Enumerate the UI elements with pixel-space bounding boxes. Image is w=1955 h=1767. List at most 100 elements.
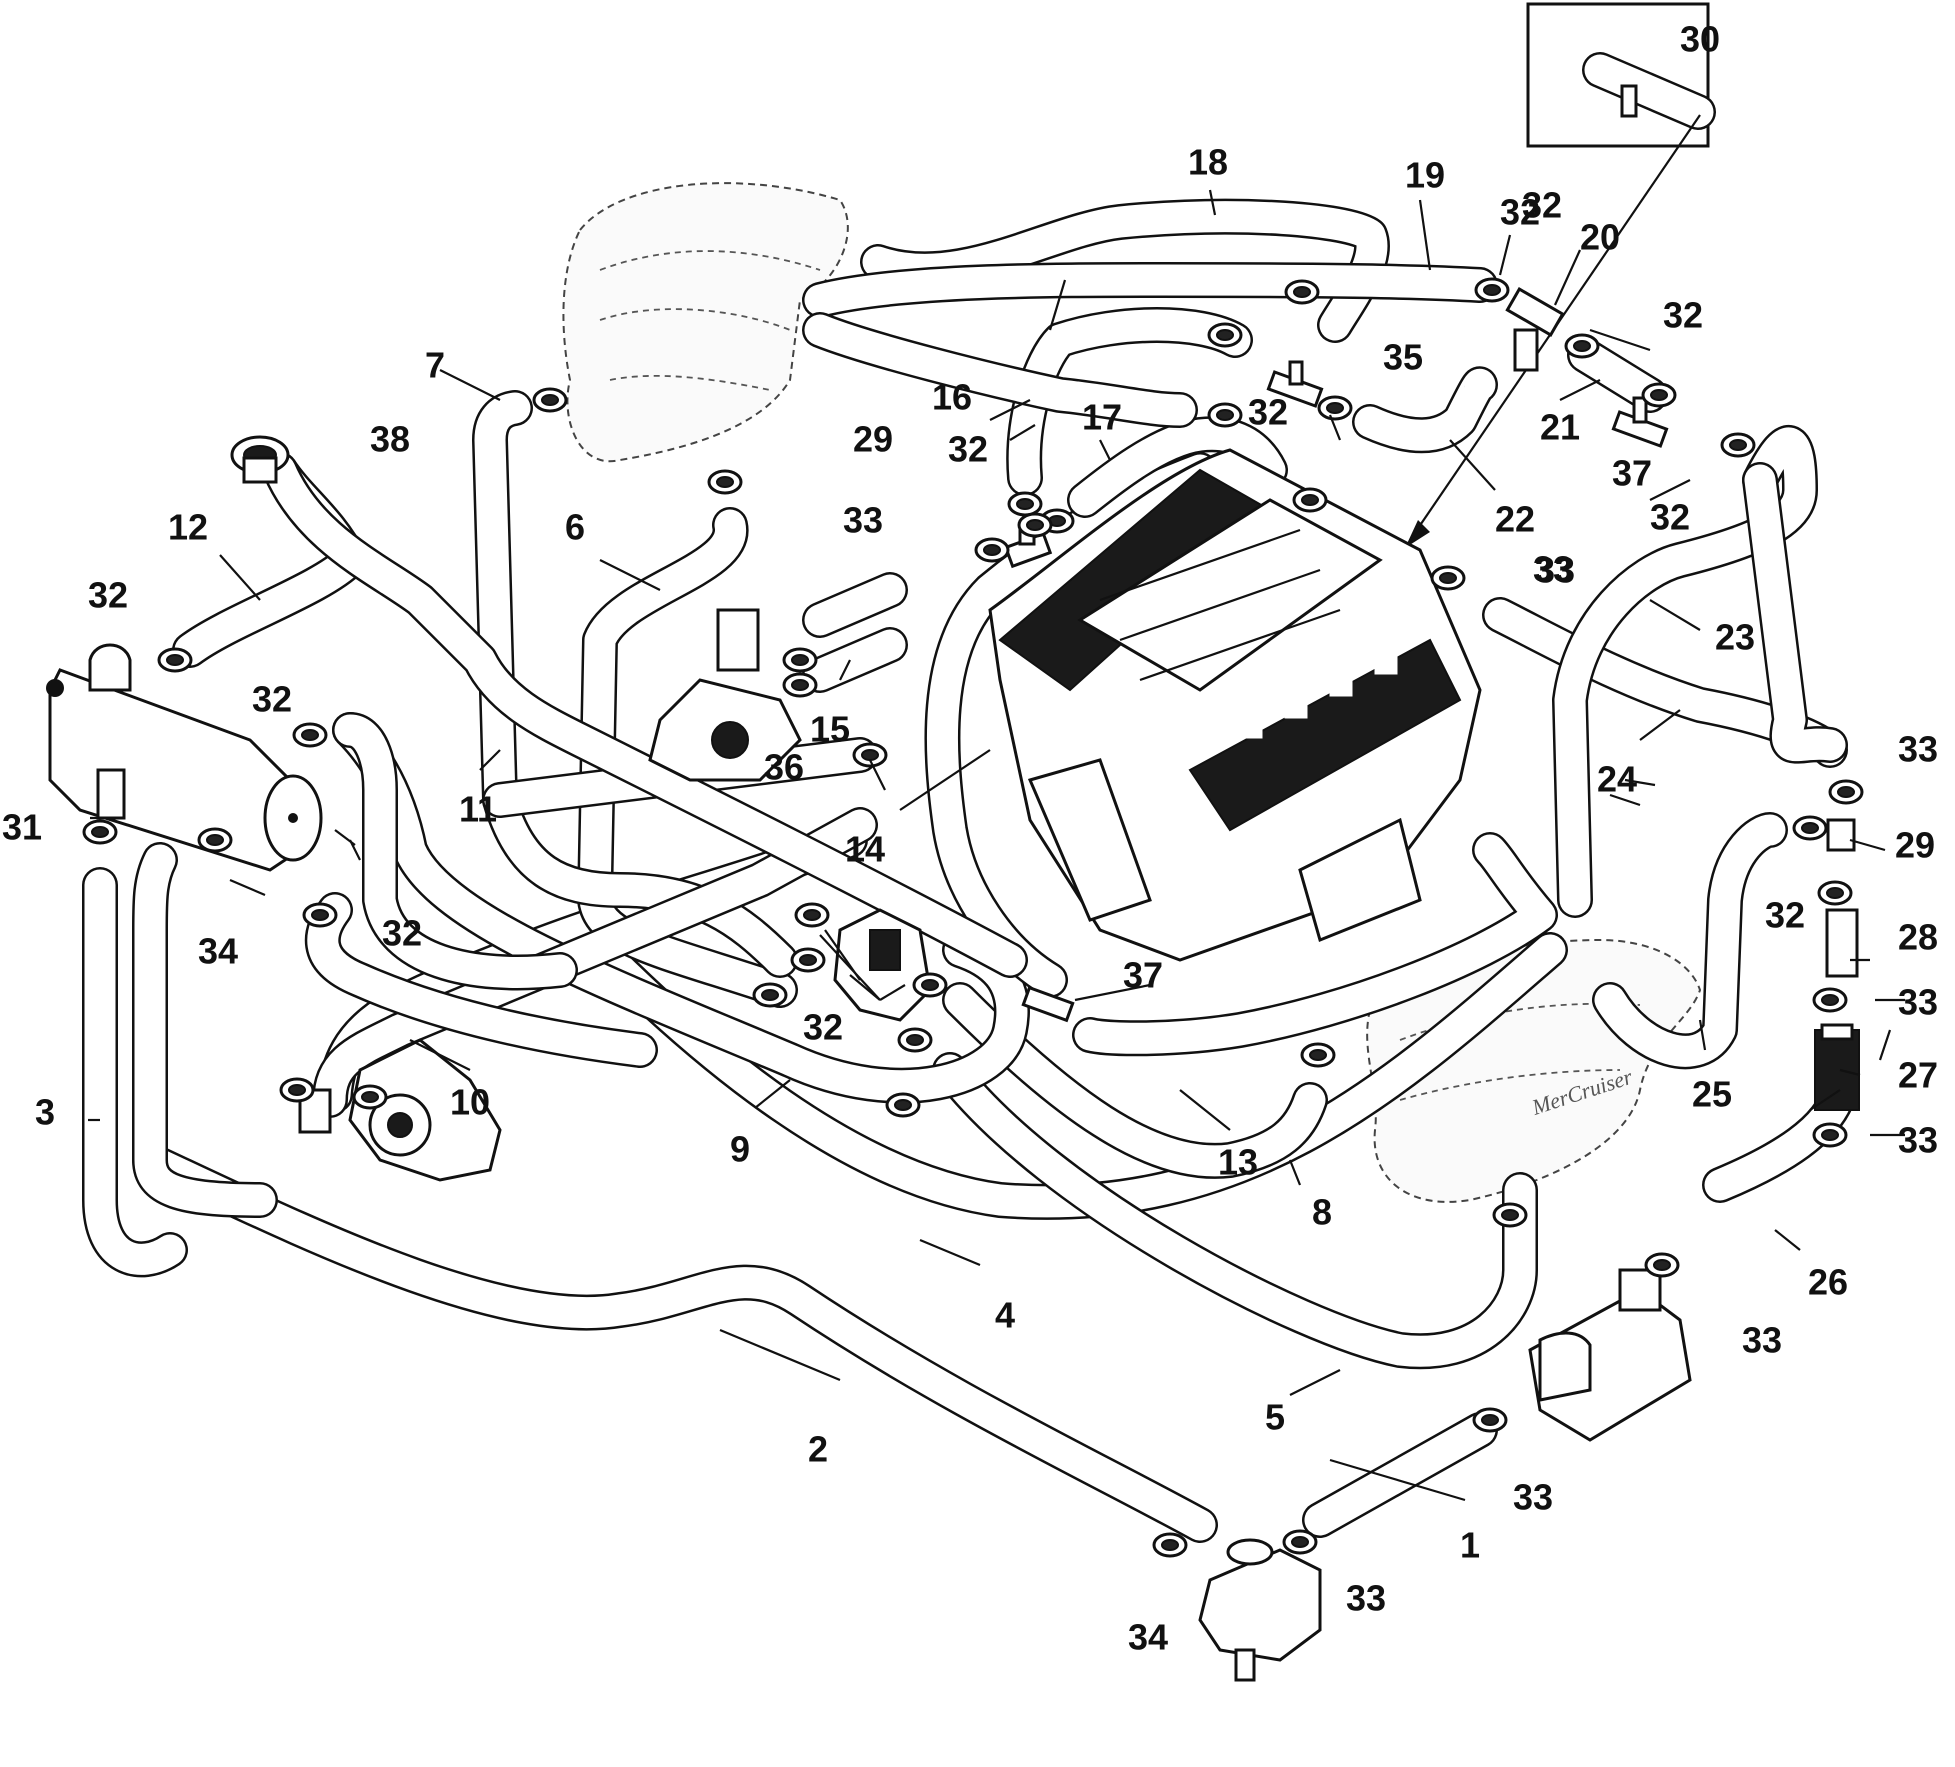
clamp-screw [541,394,559,406]
callout-c27: 27 [1898,1055,1938,1096]
clamp-screw [791,654,809,666]
hose-clamp [912,972,948,998]
callout-c26: 26 [1808,1262,1848,1303]
callout-c19: 19 [1405,155,1445,196]
callout-c32c: 32 [382,913,422,954]
engine-timing-cover [1027,758,1152,922]
callout-c1: 1 [1460,1525,1480,1566]
hose-clamp [790,947,826,973]
hose-clamp [1792,815,1828,841]
clamp-screw [1326,402,1344,414]
mixing-valve-center [833,908,932,1022]
callout-leader [1809,1089,1841,1111]
fuel-cooler [1528,1268,1692,1442]
hose-clamp [1472,1407,1508,1433]
callout-c32k: 32 [1522,185,1562,226]
callout-c6: 6 [565,507,585,548]
callout-c37b: 37 [1123,955,1163,996]
fitting-27 [1814,1029,1860,1111]
callout-c5: 5 [1265,1397,1285,1438]
connector-20 [1505,287,1565,372]
hose-clamp [752,982,788,1008]
callout-leader [1649,599,1701,631]
clamp-screw [906,1034,924,1046]
clamp-screw [983,544,1001,556]
hose-7-fill [474,392,796,976]
clamp-screw [1291,1536,1309,1548]
clamp-screw [861,749,879,761]
hose-24-fill [1554,427,1816,916]
clamp-screw [361,1091,379,1103]
callout-leader [754,1079,791,1109]
hose-19-fill [804,264,1496,316]
callout-leader [839,659,851,681]
callout-c25: 25 [1692,1074,1732,1115]
callout-leader [1418,199,1432,271]
callout-c18: 18 [1188,142,1228,183]
callout-leader [479,749,501,771]
callout-leader [409,1039,471,1071]
callout-leader [899,749,991,811]
tee-fitting-29 [1826,818,1856,852]
callout-leader [1328,414,1342,441]
inset-part-30 [1405,2,1716,548]
hose-clamp [157,647,193,673]
thermostat-housing [230,435,290,484]
clamp-screw [1729,439,1747,451]
clamp-screw [301,729,319,741]
callout-c33a: 33 [843,500,883,541]
heat-exchanger-outlet [96,768,126,820]
callout-c33e: 33 [1898,1120,1938,1161]
clamp-screw [1837,786,1855,798]
clamp-screw [1293,286,1311,298]
hose-14-fill [926,454,1216,996]
callout-c7: 7 [425,345,445,386]
clamp-screw [1216,329,1234,341]
hose-18-fill [862,201,1388,341]
callout-leader [849,974,881,1001]
callout-c23: 23 [1715,617,1755,658]
callout-c8: 8 [1312,1192,1332,1233]
hose-left-loop-fill [334,714,576,988]
clamp-screw [166,654,184,666]
callout-c32f: 32 [1248,392,1288,433]
callout-leader [1208,189,1217,216]
clamp-screw [1016,498,1034,510]
callout-c33c: 33 [1898,729,1938,770]
hose-3b [132,842,278,1218]
callout-c33f: 33 [1742,1320,1782,1361]
connector-37-lower [1021,985,1075,1023]
callout-c21: 21 [1540,407,1580,448]
clamp-screw [1821,1129,1839,1141]
hose-clamp [1812,987,1848,1013]
hose-clamp [885,1092,921,1118]
callout-c32j: 32 [1765,895,1805,936]
hose-38-fill [264,454,1026,976]
hose-15b-fill [804,629,906,691]
callout-leader [1589,328,1651,352]
callout-c10: 10 [450,1082,490,1123]
hose-clamp [897,1027,933,1053]
inset-bracket [1620,84,1638,118]
hose-21-fill [1569,339,1666,411]
clamp-screw [716,476,734,488]
hose-clamp [1317,395,1353,421]
clamp-screw [1650,389,1668,401]
callout-leader [1179,1089,1231,1131]
hose-clamp [782,672,818,698]
callout-c3: 3 [35,1092,55,1133]
hose-clamp [1644,1252,1680,1278]
callout-leader [219,554,261,601]
hose-clamp [279,1077,315,1103]
callout-c29a: 29 [853,419,893,460]
callout-leader [1099,439,1111,461]
callout-c33b: 33 [1535,550,1575,591]
callout-leader [599,559,661,591]
callout-c32b: 32 [252,679,292,720]
callout-c13: 13 [1218,1142,1258,1183]
hose-clamp [1641,382,1677,408]
callout-c24: 24 [1597,759,1637,800]
